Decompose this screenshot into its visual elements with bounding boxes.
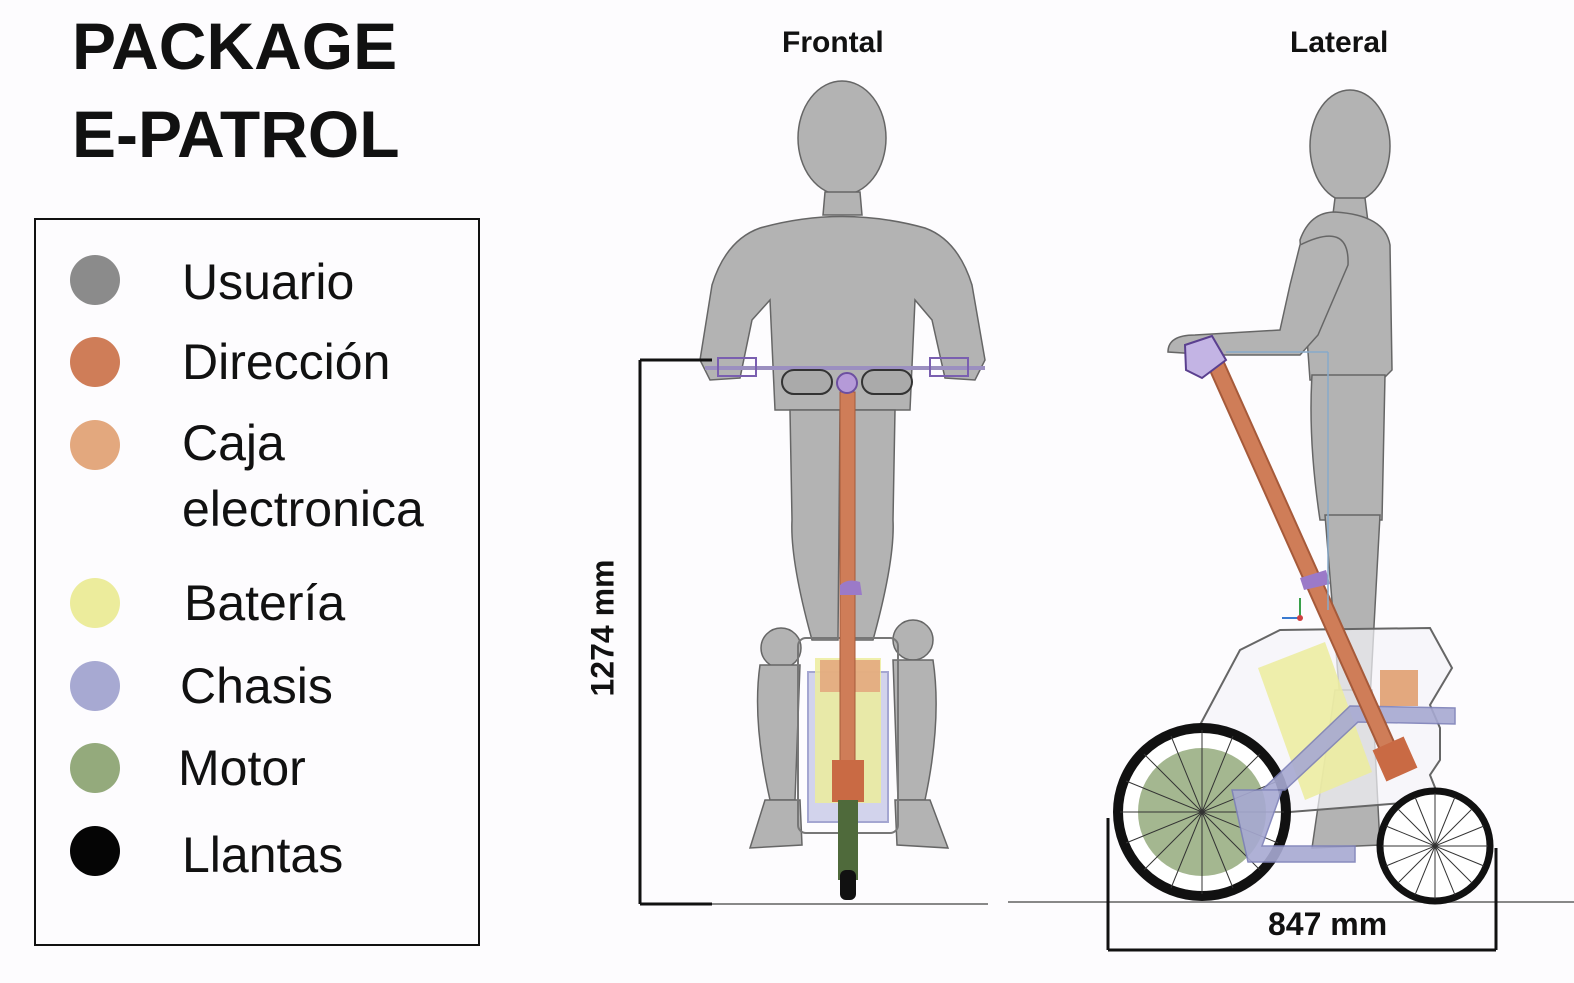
- side-electronic-box: [1380, 670, 1418, 706]
- side-steering-base: [1372, 736, 1418, 782]
- legend-label-llantas: Llantas: [182, 827, 344, 883]
- front-left-thigh: [789, 409, 841, 641]
- front-motor: [838, 800, 858, 880]
- legend-label-bateria: Batería: [184, 575, 346, 631]
- legend-label-usuario: Usuario: [182, 254, 355, 310]
- side-chassis: [1231, 705, 1456, 863]
- legend-swatch-caja: [70, 420, 120, 470]
- front-right-control: [929, 357, 969, 377]
- side-handlebar: [1183, 334, 1329, 610]
- side-arm: [1167, 235, 1349, 356]
- axis-gizmo-icon: [1282, 598, 1303, 621]
- height-dimension: [638, 358, 712, 906]
- front-left-shin: [756, 664, 801, 801]
- legend-swatch-llantas: [70, 826, 120, 876]
- legend-swatch-direccion: [70, 337, 120, 387]
- front-head: [797, 80, 887, 196]
- legend-label-chasis: Chasis: [180, 658, 333, 714]
- side-handlebar-grip: [1183, 334, 1228, 380]
- front-left-foot: [748, 799, 803, 849]
- front-user-figure: [699, 80, 986, 849]
- page-title: PACKAGE E-PATROL: [72, 2, 400, 178]
- side-view: [1113, 89, 1494, 905]
- front-torso: [699, 215, 986, 411]
- front-steering-base: [832, 760, 864, 802]
- legend-swatch-motor: [70, 743, 120, 793]
- front-handlebar: [705, 357, 985, 395]
- legend-label-caja: Caja: [182, 415, 285, 471]
- legend-swatch-chasis: [70, 661, 120, 711]
- side-battery: [1258, 642, 1372, 800]
- front-wheel: [840, 870, 856, 900]
- side-front-spokes: [1382, 793, 1488, 899]
- front-right-grip: [861, 369, 913, 395]
- front-handlebar-hub: [836, 372, 858, 394]
- length-dimension-label: 847 mm: [1268, 906, 1388, 942]
- front-left-grip: [781, 369, 833, 395]
- height-dimension-label: 1274 mm: [584, 559, 621, 697]
- front-neck: [822, 191, 863, 216]
- front-left-knee: [760, 627, 802, 669]
- side-head: [1309, 89, 1391, 203]
- title-line-1: PACKAGE: [72, 9, 398, 83]
- side-column-clamp: [1300, 570, 1330, 590]
- front-steering-column: [839, 391, 856, 803]
- side-view-title: Lateral: [1290, 26, 1389, 59]
- legend-label-direccion: Dirección: [182, 334, 391, 390]
- side-chassis-lower: [1231, 789, 1356, 863]
- side-thigh: [1310, 374, 1386, 521]
- front-right-shin: [892, 659, 937, 801]
- front-view-title: Frontal: [782, 26, 884, 59]
- title-line-2: E-PATROL: [72, 97, 400, 171]
- legend-swatch-bateria: [70, 578, 120, 628]
- front-view: [699, 80, 986, 900]
- length-dimension: [1106, 818, 1498, 952]
- legend-box: Usuario Dirección Caja electronica Bater…: [34, 218, 480, 946]
- front-left-control: [717, 357, 757, 377]
- side-steering-column: [1208, 359, 1407, 778]
- front-column-clamp: [840, 580, 862, 595]
- legend-label-electronica: electronica: [182, 481, 424, 537]
- legend-label-motor: Motor: [178, 740, 306, 796]
- front-right-foot: [894, 799, 950, 849]
- legend-swatch-usuario: [70, 255, 120, 305]
